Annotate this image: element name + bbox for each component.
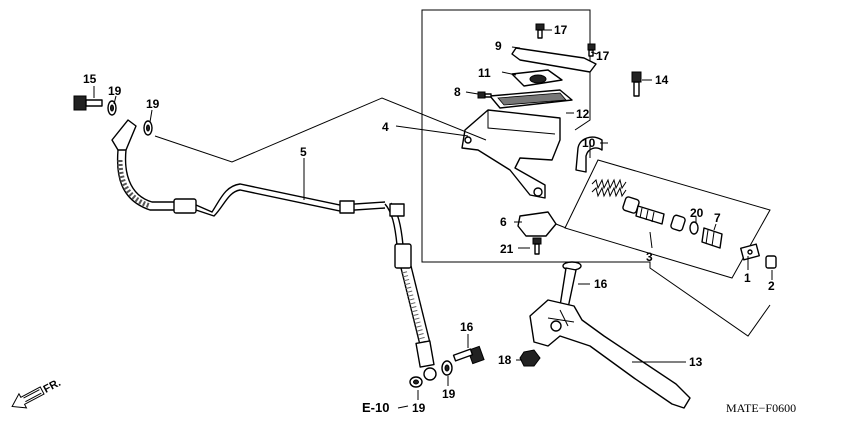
label-part-13: 13: [689, 355, 703, 369]
switch-screw: [532, 237, 542, 255]
sealing-washer-c: [441, 360, 453, 376]
snap-ring: [689, 221, 699, 235]
label-part-14: 14: [655, 73, 669, 87]
label-part-18: 18: [498, 353, 512, 367]
label-part-7: 7: [714, 211, 721, 225]
lever-pivot-nut: [519, 349, 541, 367]
push-rod-boot: [701, 227, 723, 249]
label-part-15: 16: [594, 277, 608, 291]
label-part-3: 3: [646, 250, 653, 264]
label-part-8: 8: [454, 85, 461, 99]
reservoir-cap: [511, 47, 597, 73]
sealing-washer-a: [107, 100, 117, 116]
pivot-nut: [765, 255, 777, 269]
piston-assembly-group-box: [564, 159, 771, 279]
piston-spring: [591, 178, 627, 198]
sealing-washer-d: [409, 376, 423, 388]
master-cylinder-group-box: [421, 9, 771, 337]
sealing-washer-b: [143, 120, 153, 136]
label-part-5: 5: [300, 145, 307, 159]
pivot-bolt: [740, 243, 760, 261]
master-cylinder-body: [461, 109, 561, 199]
label-part-21: 21: [500, 242, 514, 256]
direction-label: FR.: [42, 377, 63, 396]
diagram-code: MATE−F0600: [726, 401, 796, 415]
clutch-hose: [111, 119, 437, 381]
label-part-9: 9: [495, 39, 502, 53]
diaphragm: [511, 69, 563, 87]
front-direction-arrow: FR.: [11, 377, 63, 409]
piston: [622, 196, 665, 225]
label-part-11: 11: [478, 66, 491, 80]
piston-cup: [670, 214, 686, 232]
label-part-10: 10: [582, 136, 596, 150]
cap-screw-a: [535, 23, 545, 39]
label-part-12: 12: [576, 107, 590, 121]
label-part-20: 20: [690, 206, 704, 220]
clutch-switch: [517, 211, 567, 237]
banjo-bolt-upper: [73, 95, 103, 111]
holder-bolt: [631, 71, 642, 97]
label-part-4: 4: [382, 120, 389, 134]
diaphragm-plate: [489, 89, 573, 109]
arrow-left-icon: [11, 386, 45, 409]
screw-small: [477, 91, 492, 99]
lever-pivot-bolt: [559, 261, 582, 309]
label-part-16-upper: 15: [83, 72, 97, 86]
label-part-2: 2: [768, 279, 775, 293]
label-part-17-b: 17: [596, 49, 610, 63]
label-part-16-lower: 16: [460, 320, 474, 334]
label-part-19-d: 19: [412, 401, 426, 415]
label-part-19-a: 19: [108, 84, 122, 98]
banjo-bolt-lower: [452, 345, 485, 365]
label-part-19-c: 19: [442, 387, 456, 401]
label-part-6: 6: [500, 215, 507, 229]
master-cylinder-holder: [575, 136, 603, 173]
label-part-1: 1: [744, 271, 751, 285]
reference-label: E-10: [362, 400, 389, 415]
clutch-lever: [529, 299, 691, 409]
label-part-19-b: 19: [146, 97, 160, 111]
label-part-17-a: 17: [554, 23, 568, 37]
cap-screw-b: [587, 43, 596, 57]
